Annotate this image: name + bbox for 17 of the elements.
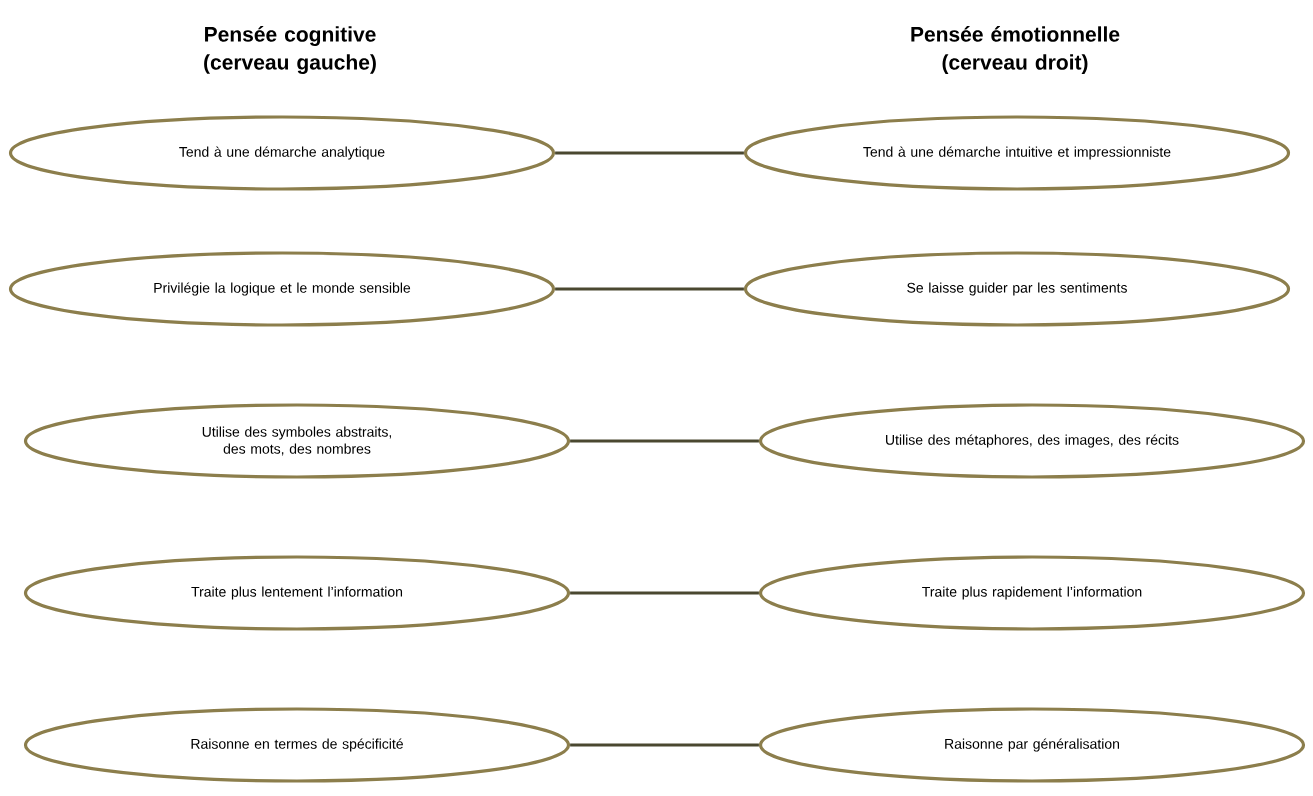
ellipse-node: Utilise des métaphores, des images, des récits	[758, 403, 1306, 479]
ellipse-node: Utilise des symboles abstraits, des mots, des nombres	[23, 403, 571, 479]
connector-line	[555, 287, 744, 291]
column-heading: Pensée émotionnelle (cerveau droit)	[911, 26, 1120, 74]
ellipse-node: Raisonne par généralisation	[758, 707, 1306, 783]
ellipse-node: Raisonne en termes de spécificité	[23, 707, 571, 783]
column-heading: Pensée cognitive (cerveau gauche)	[204, 26, 376, 74]
ellipse-node: Privilégie la logique et le monde sensible	[8, 251, 556, 327]
connector-line	[570, 591, 759, 595]
ellipse-node: Tend à une démarche analytique	[8, 115, 556, 191]
ellipse-node: Tend à une démarche intuitive et impressionniste	[743, 115, 1291, 191]
connector-line	[570, 743, 759, 747]
connector-line	[570, 439, 759, 443]
ellipse-node: Traite plus rapidement l’information	[758, 555, 1306, 631]
ellipse-node: Traite plus lentement l’information	[23, 555, 571, 631]
ellipse-node: Se laisse guider par les sentiments	[743, 251, 1291, 327]
connector-line	[555, 151, 744, 155]
